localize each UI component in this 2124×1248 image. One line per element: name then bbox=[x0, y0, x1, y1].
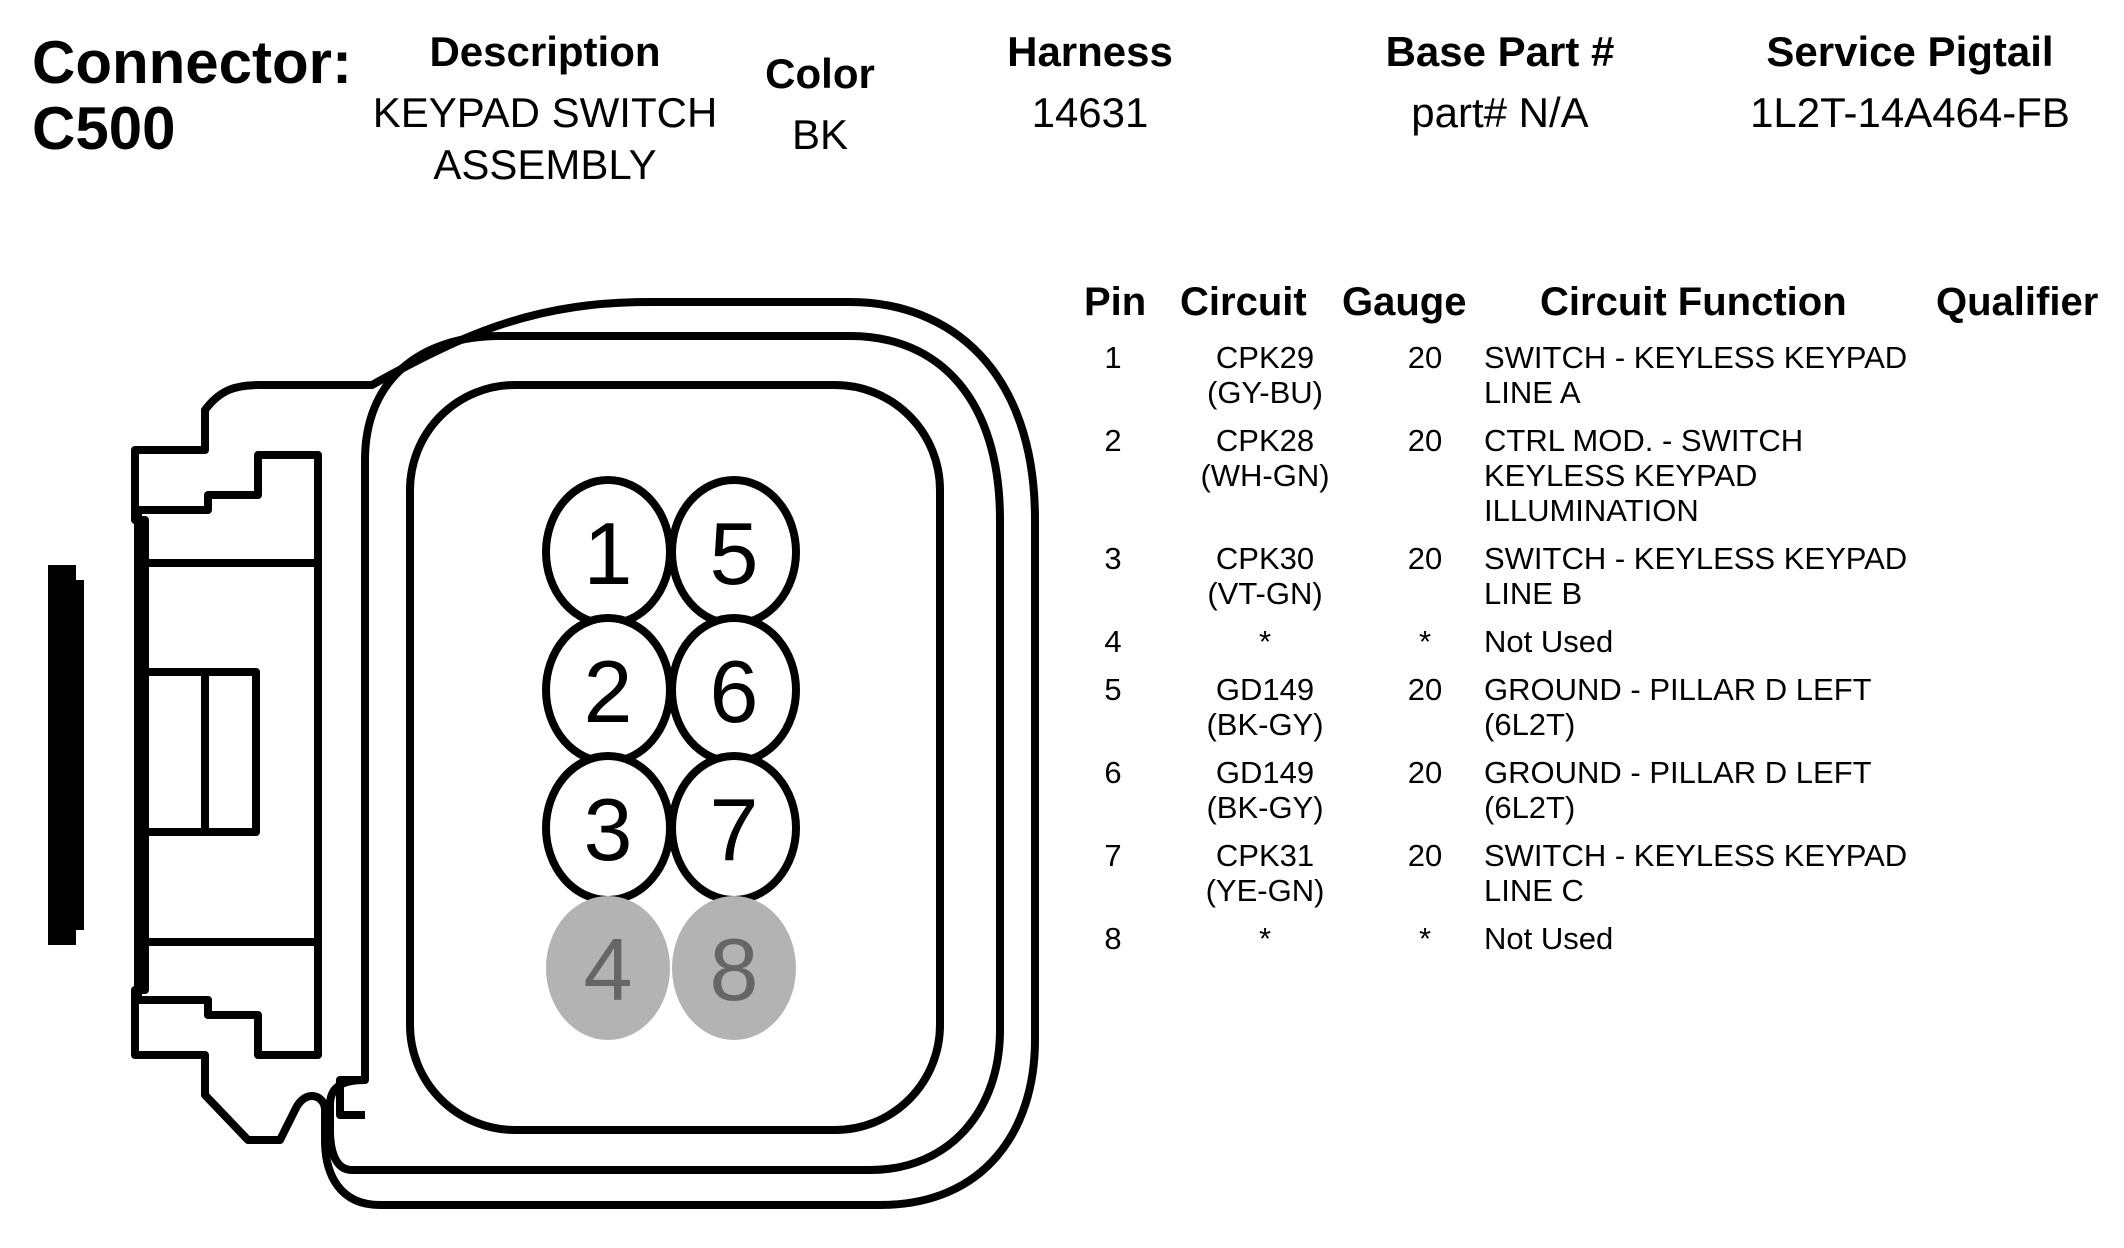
base-part-block: Base Part # part# N/A bbox=[1340, 26, 1660, 139]
header-circuit: Circuit bbox=[1180, 280, 1307, 324]
pin-number: 4 bbox=[584, 920, 633, 1019]
service-pigtail-value: 1L2T-14A464-FB bbox=[1750, 88, 2070, 136]
function-cell: GROUND - PILLAR D LEFT (6L2T) bbox=[1484, 672, 1872, 742]
circuit-cell: GD149 (BK-GY) bbox=[1206, 755, 1324, 825]
pin-cavity-unused bbox=[546, 896, 670, 1040]
header-gauge: Gauge bbox=[1342, 280, 1467, 324]
color-value: BK bbox=[791, 110, 849, 158]
header-qualifier: Qualifier bbox=[1936, 280, 2099, 324]
latch-outline bbox=[134, 451, 322, 1059]
pin-cell: 7 bbox=[1104, 838, 1122, 873]
pin-cell: 1 bbox=[1104, 340, 1122, 375]
circuit-cell: GD149 (BK-GY) bbox=[1206, 672, 1324, 742]
harness-block: Harness 14631 bbox=[970, 26, 1210, 139]
header-pin: Pin bbox=[1084, 280, 1147, 324]
circuit-cell: CPK31 (YE-GN) bbox=[1205, 838, 1325, 908]
pin-7: 7 bbox=[668, 752, 800, 904]
rear-seal-bar bbox=[48, 565, 76, 945]
header-function: Circuit Function bbox=[1540, 280, 1847, 324]
pin-number: 8 bbox=[710, 920, 759, 1019]
gauge-cell: 20 bbox=[1407, 423, 1443, 458]
pin-5: 5 bbox=[668, 476, 800, 628]
function-cell: CTRL MOD. - SWITCH KEYLESS KEYPAD ILLUMI… bbox=[1484, 423, 1804, 528]
circuit-cell: CPK28 (WH-GN) bbox=[1200, 423, 1330, 493]
pin-cell: 5 bbox=[1104, 672, 1122, 707]
latch-center-slot bbox=[134, 668, 260, 836]
circuit-cell: CPK30 (VT-GN) bbox=[1207, 541, 1323, 611]
function-cell: SWITCH - KEYLESS KEYPAD LINE A bbox=[1484, 340, 1908, 410]
description-label: Description bbox=[429, 28, 661, 75]
function-cell: Not Used bbox=[1484, 921, 1614, 956]
pin-number: 2 bbox=[584, 642, 633, 741]
pin-cavity-unused bbox=[672, 896, 796, 1040]
pin-2: 2 bbox=[542, 614, 674, 766]
pin-number: 6 bbox=[710, 642, 759, 741]
pin-cell: 2 bbox=[1104, 423, 1122, 458]
harness-value: 14631 bbox=[1031, 88, 1149, 136]
circuit-cell: CPK29 (GY-BU) bbox=[1207, 340, 1323, 410]
harness-label: Harness bbox=[1007, 28, 1173, 75]
gauge-cell: 20 bbox=[1407, 541, 1443, 576]
service-pigtail-block: Service Pigtail 1L2T-14A464-FB bbox=[1710, 26, 2110, 139]
housing-outer-outline bbox=[131, 298, 1039, 1209]
pin-6: 6 bbox=[668, 614, 800, 766]
pin-4: 4 bbox=[546, 896, 670, 1040]
description-block: Description KEYPAD SWITCH ASSEMBLY bbox=[360, 26, 730, 192]
pin-8: 8 bbox=[672, 896, 796, 1040]
pin-cavity-outline bbox=[406, 381, 944, 1134]
housing-inner-outline bbox=[326, 332, 1004, 1174]
pin-cell: 4 bbox=[1104, 624, 1122, 659]
pin-number: 7 bbox=[710, 780, 759, 879]
pin-number: 5 bbox=[710, 504, 759, 603]
base-part-value: part# N/A bbox=[1411, 88, 1589, 136]
pin-cell: 8 bbox=[1104, 921, 1122, 956]
function-cell: Not Used bbox=[1484, 624, 1614, 659]
pin-cell: 6 bbox=[1104, 755, 1122, 790]
gauge-cell: 20 bbox=[1407, 838, 1443, 873]
service-pigtail-label: Service Pigtail bbox=[1766, 28, 2054, 75]
circuit-cell: * bbox=[1258, 921, 1272, 956]
pin-number: 1 bbox=[584, 504, 633, 603]
pin-cell: 3 bbox=[1104, 541, 1122, 576]
housing-inner-tab bbox=[336, 1076, 365, 1119]
connector-title: Connector: C500 bbox=[32, 29, 352, 162]
description-value: KEYPAD SWITCH ASSEMBLY bbox=[372, 88, 718, 189]
color-label: Color bbox=[765, 50, 875, 97]
base-part-label: Base Part # bbox=[1385, 28, 1615, 75]
function-cell: SWITCH - KEYLESS KEYPAD LINE B bbox=[1484, 541, 1908, 611]
gauge-cell: * bbox=[1418, 624, 1432, 659]
gauge-cell: 20 bbox=[1407, 672, 1443, 707]
pin-number: 3 bbox=[584, 780, 633, 879]
rear-seal-edge bbox=[76, 580, 84, 930]
gauge-cell: * bbox=[1418, 921, 1432, 956]
pin-3: 3 bbox=[542, 752, 674, 904]
gauge-cell: 20 bbox=[1407, 340, 1443, 375]
circuit-cell: * bbox=[1258, 624, 1272, 659]
function-cell: GROUND - PILLAR D LEFT (6L2T) bbox=[1484, 755, 1872, 825]
gauge-cell: 20 bbox=[1407, 755, 1443, 790]
function-cell: SWITCH - KEYLESS KEYPAD LINE C bbox=[1484, 838, 1908, 908]
color-block: Color BK bbox=[740, 48, 900, 161]
pin-1: 1 bbox=[542, 476, 674, 628]
